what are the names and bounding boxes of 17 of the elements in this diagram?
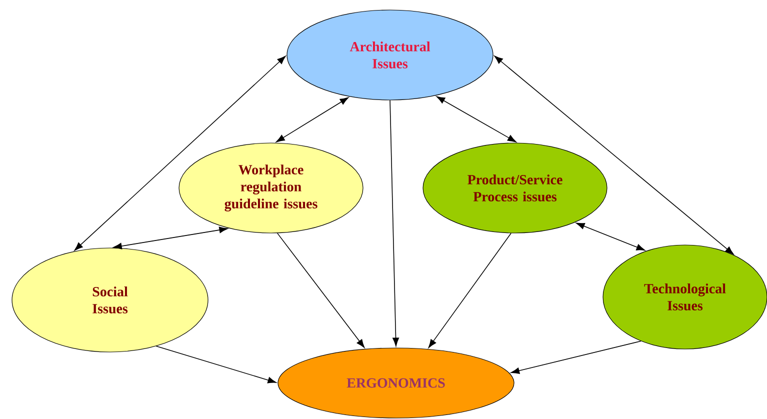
arrow: [74, 56, 286, 251]
arrow: [276, 232, 365, 348]
ellipse-node: Architectural Issues: [286, 10, 494, 100]
ellipse-node: Social Issues: [12, 248, 208, 352]
arrow: [510, 340, 642, 374]
arrow: [390, 100, 399, 346]
arrow: [576, 222, 646, 251]
arrow: [156, 346, 276, 384]
ellipse-node: Technological Issues: [602, 244, 767, 350]
arrow: [436, 96, 516, 142]
ellipse-node: Product/Service Process issues: [422, 142, 608, 234]
arrow: [113, 226, 228, 250]
ellipse-node: ERGONOMICS: [278, 348, 514, 418]
ellipse-node: Workplace regulation guideline issues: [178, 142, 364, 234]
arrow: [494, 56, 734, 255]
arrow: [276, 97, 349, 142]
arrow: [428, 232, 512, 348]
